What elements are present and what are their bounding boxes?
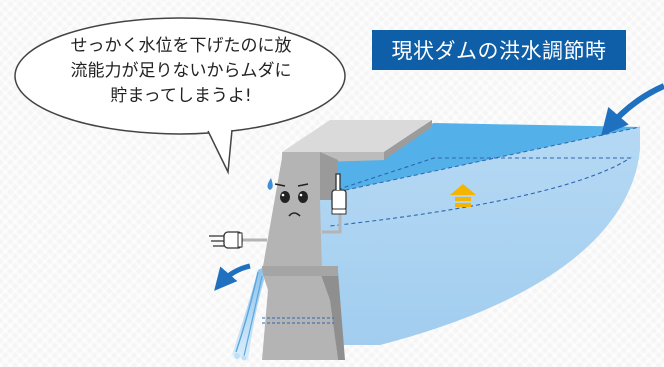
- speech-bubble-text: せっかく水位を下げたのに放 流能力が足りないからムダに 貯まってしまうよ!: [22, 34, 340, 109]
- pointing-hand-icon: [209, 231, 243, 249]
- dam-band: [262, 266, 338, 276]
- water-rise-arrow-icon: [450, 184, 476, 207]
- speech-line: せっかく水位を下げたのに放: [70, 36, 292, 56]
- speech-bubble: [14, 17, 346, 175]
- discharge-streak: [243, 275, 263, 357]
- outflow-arrow-icon: [214, 263, 251, 291]
- dam-body: [262, 152, 338, 360]
- reservoir-water: [310, 127, 640, 345]
- surface-edge-line: [317, 126, 641, 197]
- previous-water-level-line: [317, 157, 632, 227]
- dam-right-face: [320, 152, 338, 200]
- diagram-title: 現状ダムの洪水調節時: [372, 30, 626, 70]
- speech-line: 流能力が足りないからムダに: [70, 61, 292, 81]
- splash-dot: [241, 355, 247, 361]
- sweat-drop-icon: [267, 178, 273, 190]
- dam-lower-right-face: [320, 272, 345, 360]
- inflow-arrow-icon: [600, 83, 664, 137]
- dam-crest-top: [282, 120, 432, 152]
- dam-face: [274, 183, 309, 217]
- right-arm: [322, 212, 342, 234]
- raised-hand-icon: [331, 173, 347, 215]
- speech-line: 貯まってしまうよ!: [110, 86, 252, 106]
- splash-dot: [234, 353, 240, 359]
- dam-crest-side: [384, 120, 432, 160]
- discharge-streak: [235, 271, 259, 353]
